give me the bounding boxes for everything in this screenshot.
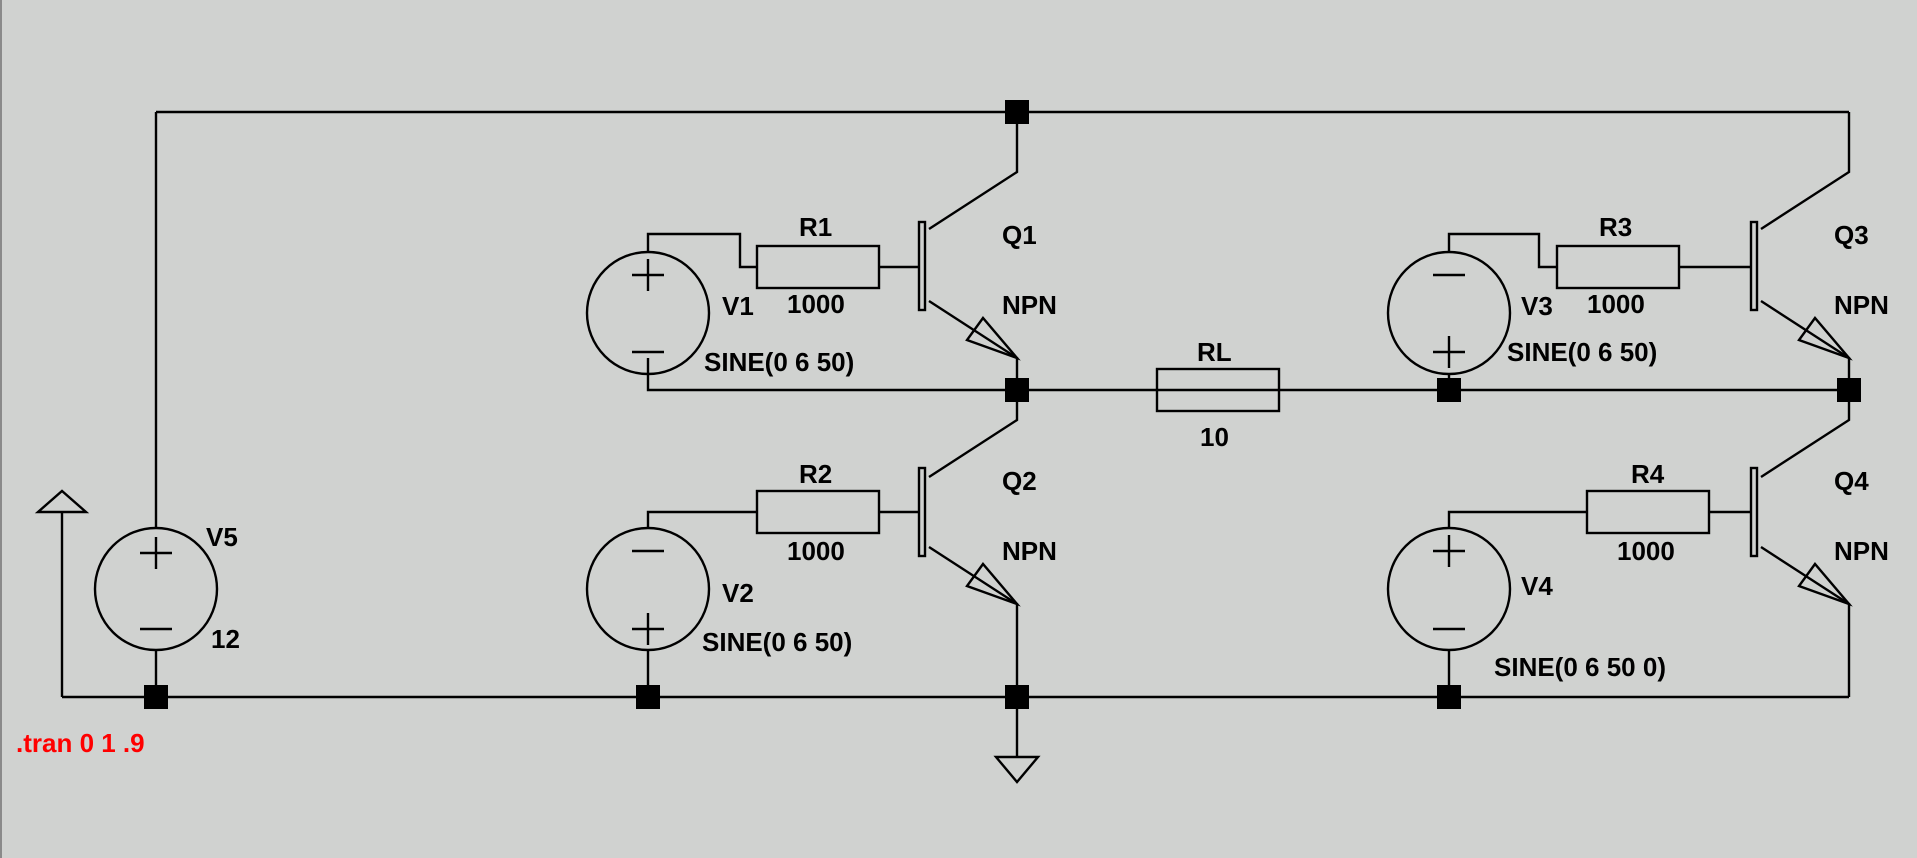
junction-output-q1: [1005, 378, 1029, 402]
q3-base-plate: [1749, 220, 1759, 312]
plus-icon: [140, 537, 172, 569]
v2-name-label[interactable]: V2: [722, 578, 754, 608]
transistor-q1[interactable]: [917, 220, 1021, 361]
wire-q3-collector: [1760, 112, 1851, 231]
v4-body: [1386, 526, 1512, 652]
v2-body: [585, 526, 711, 652]
resistor-r4[interactable]: [1585, 489, 1711, 535]
junction-ground-v5: [144, 685, 168, 709]
r1-value-label[interactable]: 1000: [787, 289, 845, 319]
v1-name-label[interactable]: V1: [722, 291, 754, 321]
wire-v4-plus: [1447, 510, 1587, 528]
source-v5[interactable]: [93, 526, 219, 652]
junction-top-q1: [1005, 100, 1029, 124]
q4-emitter-arrow: [1797, 562, 1853, 607]
q2-name-label[interactable]: Q2: [1002, 466, 1037, 496]
r1-name-label[interactable]: R1: [799, 212, 832, 242]
resistor-rl[interactable]: [1155, 367, 1281, 413]
transistor-q3[interactable]: [1749, 220, 1853, 361]
plus-icon: [632, 259, 664, 291]
q3-model-label[interactable]: NPN: [1834, 290, 1889, 320]
r4-name-label[interactable]: R4: [1631, 459, 1665, 489]
ground-icon[interactable]: [993, 755, 1041, 784]
q1-emitter-arrow: [965, 316, 1021, 361]
q1-model-label[interactable]: NPN: [1002, 290, 1057, 320]
source-v1[interactable]: [585, 250, 711, 376]
wire-v3-minus: [1447, 232, 1557, 269]
q1-name-label[interactable]: Q1: [1002, 220, 1037, 250]
rl-value-label[interactable]: 10: [1200, 422, 1229, 452]
junction-output-v3: [1437, 378, 1461, 402]
q4-base-plate: [1749, 466, 1759, 558]
junction-ground-v4: [1437, 685, 1461, 709]
v3-value-label[interactable]: SINE(0 6 50): [1507, 337, 1657, 367]
q2-base-plate: [917, 466, 927, 558]
v3-name-label[interactable]: V3: [1521, 291, 1553, 321]
resistor-r1[interactable]: [755, 244, 881, 290]
wire-v2-minus: [646, 510, 757, 528]
junctions: [144, 100, 1861, 709]
v1-body: [585, 250, 711, 376]
plus-icon: [1433, 336, 1465, 368]
q3-emitter-arrow: [1797, 316, 1853, 361]
v4-value-label[interactable]: SINE(0 6 50 0): [1494, 652, 1666, 682]
rl-name-label[interactable]: RL: [1197, 337, 1232, 367]
plus-icon: [1433, 535, 1465, 567]
q2-model-label[interactable]: NPN: [1002, 536, 1057, 566]
junction-output-q3: [1837, 378, 1861, 402]
resistor-r3[interactable]: [1555, 244, 1681, 290]
transistor-q4[interactable]: [1749, 466, 1853, 607]
wire-v1-plus: [646, 232, 757, 269]
q2-emitter-arrow: [965, 562, 1021, 607]
source-v2[interactable]: [585, 526, 711, 652]
v4-name-label[interactable]: V4: [1521, 571, 1553, 601]
r3-name-label[interactable]: R3: [1599, 212, 1632, 242]
v2-value-label[interactable]: SINE(0 6 50): [702, 627, 852, 657]
q4-model-label[interactable]: NPN: [1834, 536, 1889, 566]
v1-value-label[interactable]: SINE(0 6 50): [704, 347, 854, 377]
spice-directive[interactable]: .tran 0 1 .9: [16, 728, 145, 758]
source-v4[interactable]: [1386, 526, 1512, 652]
q1-base-plate: [917, 220, 927, 312]
v5-body: [93, 526, 219, 652]
junction-ground-q2: [1005, 685, 1029, 709]
r4-value-label[interactable]: 1000: [1617, 536, 1675, 566]
r2-value-label[interactable]: 1000: [787, 536, 845, 566]
v5-value-label[interactable]: 12: [211, 624, 240, 654]
plus-icon: [632, 613, 664, 645]
source-v3[interactable]: [1386, 250, 1512, 376]
v5-name-label[interactable]: V5: [206, 522, 238, 552]
q4-name-label[interactable]: Q4: [1834, 466, 1869, 496]
r2-name-label[interactable]: R2: [799, 459, 832, 489]
transistor-q2[interactable]: [917, 466, 1021, 607]
q3-name-label[interactable]: Q3: [1834, 220, 1869, 250]
net-flag-icon[interactable]: [34, 489, 90, 514]
resistor-r2[interactable]: [755, 489, 881, 535]
v3-body: [1386, 250, 1512, 376]
r3-value-label[interactable]: 1000: [1587, 289, 1645, 319]
junction-ground-v2: [636, 685, 660, 709]
wire-q1-collector: [928, 112, 1019, 231]
